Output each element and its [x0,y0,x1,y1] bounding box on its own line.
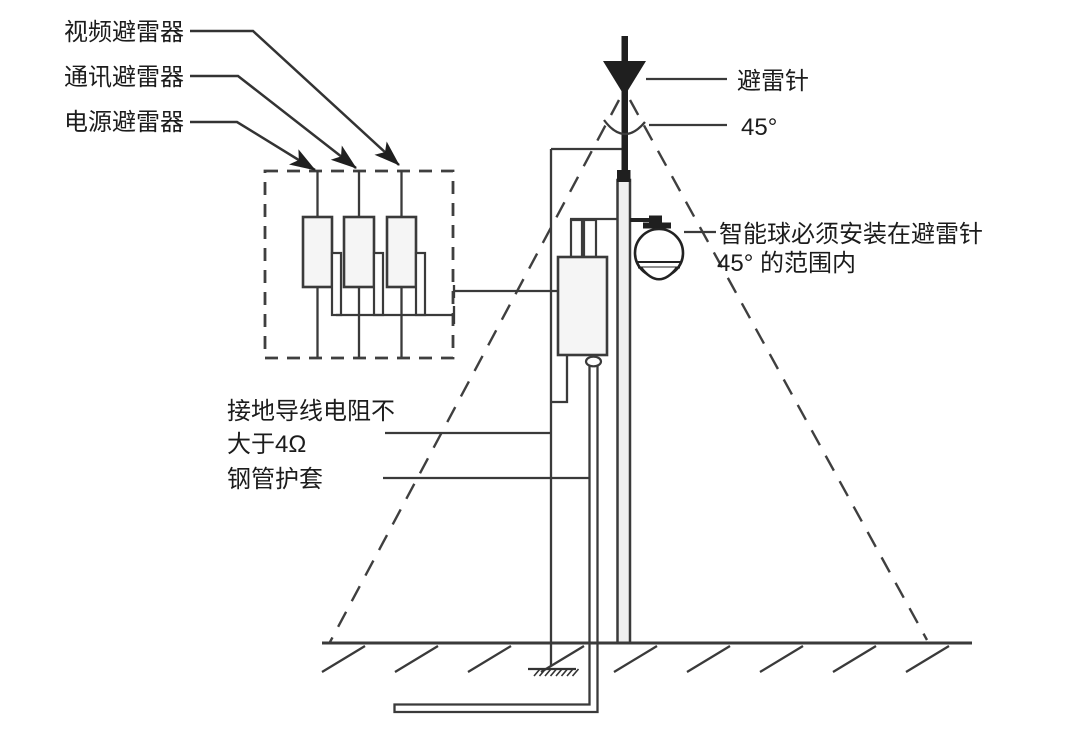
video-arrester-label: 视频避雷器 [64,19,184,46]
cone-left-line [328,99,621,643]
steel-pipe-label: 钢管护套 [227,466,323,493]
pipe-run [393,365,599,714]
comm-arrester-leader [190,74,357,169]
ground-note-line2: 大于4Ω [227,431,306,458]
camera-note: 智能球必须安装在避雷针 45° 的范围内 [684,221,983,277]
rod-labels: 避雷针 45° [646,68,809,141]
electrode-hatching [533,668,580,677]
arrester3-ground-tap [414,251,427,317]
steel-pipe [393,355,603,714]
comm-arrester-label: 通讯避雷器 [64,64,184,91]
cable-gland-left [569,218,584,259]
ground-labels: 接地导线电阻不 大于4Ω 钢管护套 [227,398,589,493]
grounding-conductor [549,147,624,666]
arrester3-body [385,215,418,289]
cable-gland-right [582,218,598,259]
ground-note-line1: 接地导线电阻不 [227,398,395,425]
lightning-rod [603,36,646,182]
angle-arc [603,119,646,136]
camera-mount-cap [643,222,671,229]
camera-note-line1: 智能球必须安装在避雷针 [719,221,983,248]
video-arrester-leader [190,29,400,166]
angle-45-label: 45° [741,114,777,141]
arrester-labels: 视频避雷器 通讯避雷器 电源避雷器 [64,19,400,172]
rod-mount-collar [617,170,631,182]
rod-shaft [621,36,628,180]
dome-camera [630,215,685,281]
earth-electrode [528,667,580,677]
arrester2-body [342,215,376,289]
arrester1-body [301,215,334,289]
camera-note-line2: 45° 的范围内 [717,250,856,277]
power-arrester-label: 电源避雷器 [64,109,184,136]
camera-mount-top [649,215,662,223]
protection-cone [328,99,929,643]
camera-pole [616,178,632,645]
camera-dome-lower [639,266,679,281]
arrester1-ground-tap [330,251,343,317]
pipe-top-cap [584,355,603,368]
box-ground-jog [551,355,569,404]
cone-right-line [628,99,929,641]
lightning-rod-label: 避雷针 [737,68,809,95]
ground-surface [321,641,972,673]
ground-hatching [321,645,950,673]
arrester2-ground-tap [372,251,385,317]
power-arrester-leader [190,120,316,172]
equipment-box [556,217,617,357]
junction-box-body [556,255,609,357]
rod-cone-tip [603,61,646,96]
surge-arrester-box [263,169,456,360]
